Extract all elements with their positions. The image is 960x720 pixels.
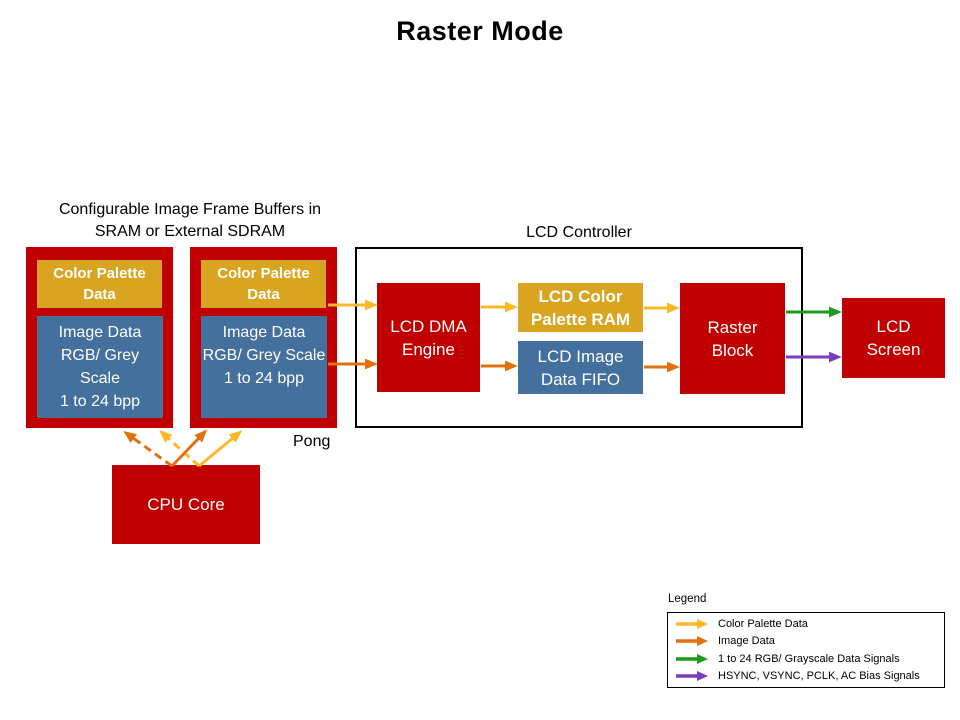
lcd-color-palette-ram-block: LCD Color Palette RAM xyxy=(518,283,643,332)
legend-arrow-green-icon xyxy=(676,653,708,664)
frame-buffer-left-image-data: Image Data RGB/ Grey Scale 1 to 24 bpp xyxy=(37,316,163,418)
legend-label: HSYNC, VSYNC, PCLK, AC Bias Signals xyxy=(718,669,920,682)
frame-buffer-left-color-palette-data: Color Palette Data xyxy=(37,260,162,308)
legend: Color Palette Data Image Data 1 to 24 RG… xyxy=(667,612,945,688)
raster-block: Raster Block xyxy=(680,283,785,394)
legend-label: 1 to 24 RGB/ Grayscale Data Signals xyxy=(718,652,900,665)
arrow-cpu-to-right-buffer-image xyxy=(170,429,208,468)
arrow-cpu-to-left-buffer-palette-dashed xyxy=(159,430,201,468)
lcd-image-data-fifo-block: LCD Image Data FIFO xyxy=(518,341,643,394)
frame-buffer-right-image-data: Image Data RGB/ Grey Scale 1 to 24 bpp xyxy=(201,316,327,418)
lcd-dma-engine-block: LCD DMA Engine xyxy=(377,283,480,392)
legend-title: Legend xyxy=(668,593,707,605)
cpu-core-block: CPU Core xyxy=(112,465,260,544)
legend-label: Image Data xyxy=(718,635,775,648)
legend-label: Color Palette Data xyxy=(718,618,808,631)
frame-buffer-left: Color Palette Data Image Data RGB/ Grey … xyxy=(26,247,173,428)
legend-arrow-purple-icon xyxy=(676,670,708,681)
frame-buffers-caption: Configurable Image Frame Buffers in SRAM… xyxy=(58,201,322,240)
legend-item-color-palette-data: Color Palette Data xyxy=(675,616,940,632)
lcd-controller-caption: LCD Controller xyxy=(526,224,632,241)
page-title: Raster Mode xyxy=(396,16,564,46)
legend-arrow-orange-icon xyxy=(676,636,708,647)
lcd-screen-block: LCD Screen xyxy=(842,298,945,378)
frame-buffer-right: Color Palette Data Image Data RGB/ Grey … xyxy=(190,247,337,428)
arrow-cpu-to-left-buffer-image-dashed xyxy=(123,431,173,468)
legend-item-image-data: Image Data xyxy=(675,633,940,649)
frame-buffer-right-color-palette-data: Color Palette Data xyxy=(201,260,326,308)
pong-label: Pong xyxy=(293,433,331,450)
legend-arrow-yellow-icon xyxy=(676,619,708,630)
legend-item-sync-signals: HSYNC, VSYNC, PCLK, AC Bias Signals xyxy=(675,668,940,684)
arrow-cpu-to-right-buffer-palette xyxy=(198,430,243,468)
cpu-core-label: CPU Core xyxy=(147,494,225,514)
legend-item-rgb-grayscale-signals: 1 to 24 RGB/ Grayscale Data Signals xyxy=(675,651,940,667)
